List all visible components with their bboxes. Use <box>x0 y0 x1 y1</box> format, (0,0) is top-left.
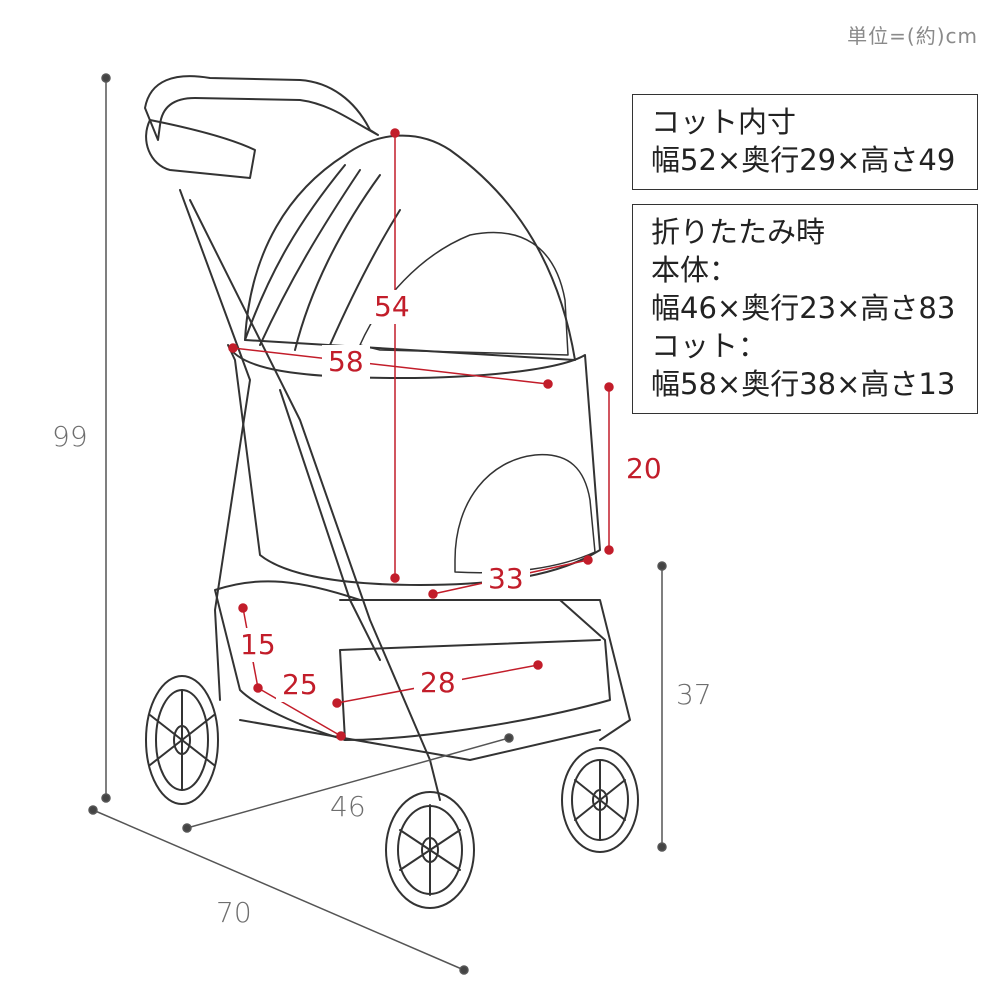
axle <box>239 719 601 761</box>
cot-side-label: 20 <box>620 452 668 486</box>
cot-height-label: 54 <box>368 290 416 324</box>
basket-height-label: 15 <box>234 628 282 662</box>
cot-body <box>227 344 601 586</box>
rear-left-wheel <box>145 675 219 805</box>
cot-inner-size-box: コット内寸 幅52×奥行29×高さ49 <box>632 94 978 190</box>
spec-line: 幅52×奥行29×高さ49 <box>651 143 956 177</box>
basket <box>214 580 611 741</box>
cot-depth-label: 33 <box>482 562 530 596</box>
overall-height-label: 99 <box>52 420 88 453</box>
cot-width-label: 58 <box>322 345 370 379</box>
cot-front-mesh <box>454 453 596 574</box>
unit-note: 単位=(約)cm <box>847 24 978 48</box>
overall-depth-label: 70 <box>216 896 252 929</box>
spec-line: 幅58×奥行38×高さ13 <box>651 367 956 401</box>
front-right-wheel <box>561 747 639 853</box>
basket-width-label: 28 <box>414 666 462 700</box>
folded-size-box: 折りたたみ時 本体： 幅46×奥行23×高さ83 コット： 幅58×奥行38×高… <box>632 204 978 414</box>
basket-depth-label: 25 <box>276 668 324 702</box>
frame-front-leg <box>189 199 441 801</box>
front-left-wheel <box>385 791 475 909</box>
handle-bar <box>144 75 379 141</box>
spec-line: 折りたたみ時 <box>651 215 826 249</box>
spec-line: 本体： <box>651 253 739 287</box>
frame-side <box>279 389 381 661</box>
overall-width-label: 46 <box>330 790 366 823</box>
spec-line: 幅46×奥行23×高さ83 <box>651 291 956 325</box>
frame-rear-leg <box>179 189 251 701</box>
spec-line: コット内寸 <box>651 105 797 139</box>
handle-grip <box>145 119 256 179</box>
spec-line: コット： <box>651 329 768 363</box>
seat-height-label: 37 <box>676 678 712 711</box>
canopy <box>244 134 576 361</box>
